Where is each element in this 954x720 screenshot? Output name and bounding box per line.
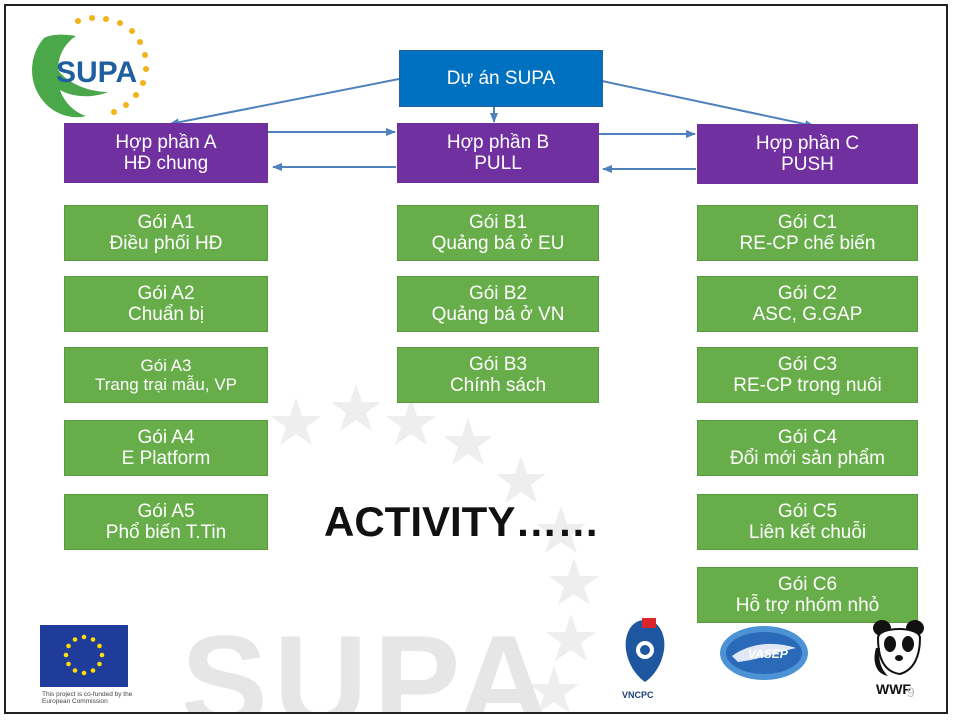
package-c1-title: RE-CP chế biến xyxy=(739,233,876,254)
supa-logo-stars-icon xyxy=(75,15,149,115)
package-b2-box: Gói B2 Quảng bá ở VN xyxy=(397,276,599,332)
package-c2-code: Gói C2 xyxy=(777,282,838,304)
watermark-star-icon xyxy=(529,666,579,712)
package-a1-title: Điều phối HĐ xyxy=(109,233,223,254)
watermark-star-icon xyxy=(443,418,493,465)
component-a-box: Hợp phần A HĐ chung xyxy=(64,123,268,183)
package-c1-box: Gói C1 RE-CP chế biến xyxy=(697,205,918,261)
component-c-box: Hợp phần C PUSH xyxy=(697,124,918,184)
package-a3-code: Gói A3 xyxy=(140,355,192,375)
component-a-subtitle: HĐ chung xyxy=(123,153,209,174)
package-a2-box: Gói A2 Chuẩn bị xyxy=(64,276,268,332)
slide-frame: SUPA Dự án SUPA Hợp phần A HĐ chung Hợp … xyxy=(4,4,948,714)
supa-logo-fish-icon xyxy=(32,34,108,118)
watermark-star-icon xyxy=(549,558,599,605)
svg-text:VASEP: VASEP xyxy=(748,647,789,661)
watermark-star-icon xyxy=(386,398,436,445)
package-a1-box: Gói A1 Điều phối HĐ xyxy=(64,205,268,261)
package-c6-box: Gói C6 Hỗ trợ nhóm nhỏ xyxy=(697,567,918,623)
package-a4-title: E Platform xyxy=(121,448,211,469)
package-c6-title: Hỗ trợ nhóm nhỏ xyxy=(735,595,880,616)
package-c2-box: Gói C2 ASC, G.GAP xyxy=(697,276,918,332)
vncpc-logo xyxy=(625,618,665,682)
watermark-star-icon xyxy=(271,398,321,445)
connector-arrows xyxy=(169,78,815,173)
supa-logo: SUPA xyxy=(32,15,149,118)
watermark-star-icon xyxy=(496,456,546,503)
component-a-title: Hợp phần A xyxy=(115,131,217,153)
package-b2-code: Gói B2 xyxy=(468,282,528,304)
package-a2-title: Chuẩn bị xyxy=(127,304,205,325)
watermark-star-icon xyxy=(536,506,586,553)
arrow-root-to-a xyxy=(169,78,400,127)
watermark-supa-text: SUPA xyxy=(181,608,557,714)
package-a5-title: Phổ biến T.Tin xyxy=(105,522,227,543)
component-b-title: Hợp phần B xyxy=(446,131,550,153)
package-b1-box: Gói B1 Quảng bá ở EU xyxy=(397,205,599,261)
package-c4-code: Gói C4 xyxy=(777,426,838,448)
component-c-title: Hợp phần C xyxy=(755,132,860,154)
eu-cofunding-caption: This project is co-funded by the Europea… xyxy=(42,691,133,706)
package-b1-title: Quảng bá ở EU xyxy=(431,233,565,254)
root-project-box: Dự án SUPA xyxy=(399,50,603,107)
package-b3-title: Chính sách xyxy=(449,375,547,396)
supa-logo-text: SUPA xyxy=(56,56,137,89)
vncpc-label: VNCPC xyxy=(622,690,654,700)
activity-heading: ACTIVITY…… xyxy=(324,498,600,545)
package-c5-code: Gói C5 xyxy=(777,500,838,522)
package-a4-box: Gói A4 E Platform xyxy=(64,420,268,476)
package-c5-title: Liên kết chuỗi xyxy=(748,522,867,543)
wwf-panda-logo: WWF xyxy=(873,620,924,697)
package-c1-code: Gói C1 xyxy=(777,211,838,233)
eu-flag-logo xyxy=(40,625,128,687)
package-c6-code: Gói C6 xyxy=(777,573,838,595)
watermark-stars xyxy=(271,384,599,712)
package-a4-code: Gói A4 xyxy=(137,426,195,448)
package-b3-box: Gói B3 Chính sách xyxy=(397,347,599,403)
package-a3-box: Gói A3 Trang trại mẫu, VP xyxy=(64,347,268,403)
package-c3-title: RE-CP trong nuôi xyxy=(733,375,882,396)
package-a2-code: Gói A2 xyxy=(137,282,195,304)
wwf-label: WWF xyxy=(876,681,911,697)
root-project-label: Dự án SUPA xyxy=(446,67,556,89)
package-c2-title: ASC, G.GAP xyxy=(752,304,863,325)
package-c3-code: Gói C3 xyxy=(777,353,838,375)
package-b1-code: Gói B1 xyxy=(468,211,528,233)
component-b-subtitle: PULL xyxy=(474,153,522,174)
package-a1-code: Gói A1 xyxy=(137,211,195,233)
vasep-logo: VASEP xyxy=(720,626,808,680)
component-c-subtitle: PUSH xyxy=(781,154,834,175)
package-a3-title: Trang trại mẫu, VP xyxy=(94,375,238,394)
package-b2-title: Quảng bá ở VN xyxy=(431,304,565,325)
component-b-box: Hợp phần B PULL xyxy=(397,123,599,183)
package-c4-title: Đổi mới sản phẩm xyxy=(729,448,885,469)
package-c5-box: Gói C5 Liên kết chuỗi xyxy=(697,494,918,550)
package-b3-code: Gói B3 xyxy=(468,353,528,375)
watermark-star-icon xyxy=(331,384,381,431)
arrow-root-to-c xyxy=(601,80,815,129)
watermark-star-icon xyxy=(546,614,596,661)
package-c3-box: Gói C3 RE-CP trong nuôi xyxy=(697,347,918,403)
package-a5-box: Gói A5 Phổ biến T.Tin xyxy=(64,494,268,550)
package-c4-box: Gói C4 Đổi mới sản phẩm xyxy=(697,420,918,476)
package-a5-code: Gói A5 xyxy=(137,500,195,522)
page-number: 9 xyxy=(907,684,915,700)
eu-stars-icon xyxy=(63,634,105,676)
